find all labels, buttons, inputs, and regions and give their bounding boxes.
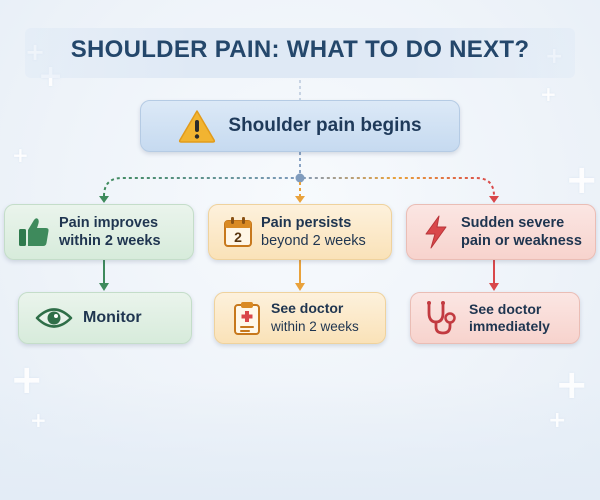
condition-line2: beyond 2 weeks — [261, 233, 366, 249]
action-line1: Monitor — [83, 309, 142, 326]
action-line1: See doctor — [271, 300, 344, 317]
branch-junction-dot — [295, 173, 305, 183]
arrowhead — [99, 196, 109, 203]
plus-icon: + — [565, 157, 599, 203]
arrowhead — [489, 283, 499, 291]
action-line1: See doctor — [469, 300, 542, 317]
condition-node-improves: Pain improves within 2 weeks — [4, 204, 194, 260]
plus-icon: + — [12, 143, 29, 167]
plus-icon: + — [30, 408, 47, 432]
title-band — [25, 28, 575, 78]
page-title: SHOULDER PAIN: WHAT TO DO NEXT? — [70, 36, 530, 63]
condition-node-persists: 2 Pain persists beyond 2 weeks — [208, 204, 392, 260]
arrowhead — [295, 283, 305, 291]
action-node-see-doctor-2-weeks: See doctor within 2 weeks — [214, 292, 386, 344]
lightning-bolt-icon — [423, 215, 449, 249]
action-line2: immediately — [469, 318, 550, 334]
root-node: Shoulder pain begins — [140, 100, 460, 152]
condition-line1: Pain persists — [261, 214, 352, 231]
action-line2: within 2 weeks — [271, 318, 359, 334]
condition-line2: within 2 weeks — [59, 233, 161, 249]
stethoscope-icon — [423, 300, 459, 336]
thumbs-up-icon — [17, 216, 51, 248]
calendar-icon: 2 — [223, 216, 253, 248]
background-wave — [0, 380, 600, 500]
root-label: Shoulder pain begins — [228, 115, 422, 137]
calendar-number: 2 — [234, 229, 242, 245]
eye-icon — [35, 305, 73, 331]
plus-icon: + — [10, 357, 44, 403]
plus-icon: + — [555, 362, 589, 408]
arrowhead — [99, 283, 109, 291]
arrowhead — [295, 196, 305, 203]
arrowhead — [489, 196, 499, 203]
action-node-see-doctor-immediately: See doctor immediately — [410, 292, 580, 344]
plus-icon: + — [540, 82, 557, 106]
condition-line2: pain or weakness — [461, 233, 582, 249]
plus-icon: + — [548, 408, 567, 433]
condition-line1: Pain improves — [59, 214, 159, 231]
clipboard-icon — [233, 301, 261, 335]
action-node-monitor: Monitor — [18, 292, 192, 344]
warning-icon — [178, 109, 216, 143]
condition-line1: Sudden severe — [461, 214, 565, 231]
condition-node-sudden: Sudden severe pain or weakness — [406, 204, 596, 260]
